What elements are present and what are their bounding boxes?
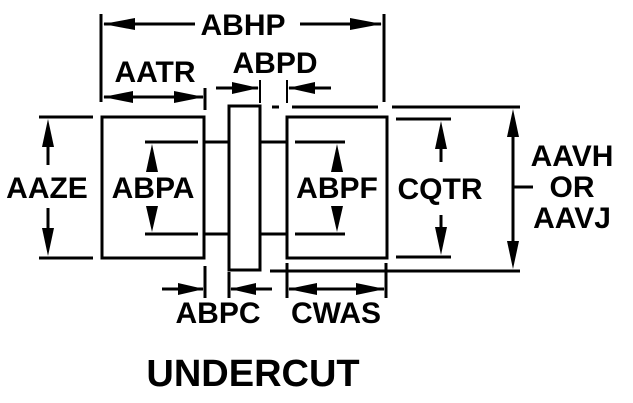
dim-cqtr: CQTR [396,117,483,259]
label-aavj: AAVJ [533,202,611,235]
label-aatr: AATR [114,56,195,89]
label-abpd: ABPD [232,47,317,80]
dim-abpf: ABPF [296,144,378,232]
label-abpa: ABPA [112,172,195,205]
dim-abpd: ABPD [216,47,331,103]
diagram-title: UNDERCUT [146,353,359,395]
left-body [100,115,206,260]
label-aaze: AAZE [6,172,88,205]
label-or: OR [550,171,595,204]
label-aavh: AAVH [531,140,614,173]
label-abpf: ABPF [296,172,378,205]
label-abhp: ABHP [200,9,285,42]
right-body [285,115,389,260]
label-cwas: CWAS [291,297,381,330]
dim-aatr: AATR [103,56,207,110]
center-collar [227,104,262,272]
shaft-lines [145,140,345,236]
label-abpc: ABPC [175,297,260,330]
label-cqtr: CQTR [398,173,483,206]
dim-abpa: ABPA [112,144,195,232]
dim-aavh: AAVH OR AAVJ [270,109,614,273]
dim-cwas: CWAS [285,263,388,330]
dim-aaze: AAZE [6,115,93,260]
dim-abpc: ABPC [162,266,272,330]
dim-abhp: ABHP [99,9,386,102]
